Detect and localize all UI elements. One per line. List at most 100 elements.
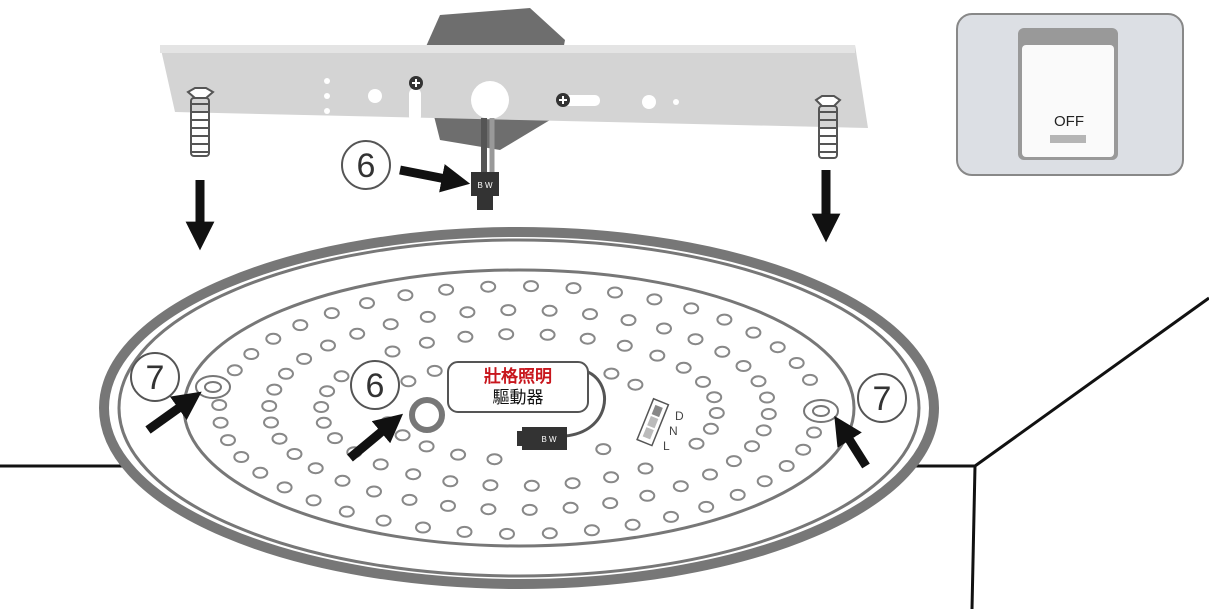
led-bead xyxy=(582,308,598,321)
led-bead xyxy=(220,434,236,447)
led-bead xyxy=(755,424,772,437)
led-bead xyxy=(595,443,612,456)
led-bead xyxy=(401,493,418,506)
mounting-bracket xyxy=(160,45,868,128)
svg-text:7: 7 xyxy=(873,380,892,418)
led-bead xyxy=(438,283,455,296)
led-bead xyxy=(603,471,620,484)
driver-wire xyxy=(564,370,607,438)
led-bead xyxy=(418,336,435,349)
led-bead xyxy=(305,494,322,507)
led-bead xyxy=(320,339,336,352)
led-bead xyxy=(583,524,600,537)
led-bead xyxy=(649,349,666,362)
led-bead xyxy=(456,525,473,538)
led-bead xyxy=(418,440,435,453)
led-bead xyxy=(656,322,672,335)
led-bead xyxy=(688,437,705,450)
led-bead xyxy=(620,314,637,327)
led-bead xyxy=(603,367,620,380)
led-bead xyxy=(541,304,558,317)
led-bead xyxy=(795,443,812,456)
led-bead xyxy=(319,385,336,398)
led-bead xyxy=(450,448,467,461)
arrow-to-right-hole xyxy=(834,415,870,469)
led-bead xyxy=(769,341,786,354)
led-bead xyxy=(806,426,822,439)
led-bead xyxy=(442,475,459,488)
step-label-connect-center: 6 xyxy=(350,360,400,410)
led-bead xyxy=(702,422,719,435)
led-bead xyxy=(602,497,619,510)
led-bead xyxy=(725,455,742,468)
led-bead xyxy=(266,383,283,396)
driver-box: 壯格照明 驅動器 xyxy=(447,361,589,413)
led-bead xyxy=(729,488,746,501)
led-bead xyxy=(375,514,392,527)
center-wire-hole xyxy=(409,397,445,433)
led-bead xyxy=(278,367,294,380)
led-bead xyxy=(579,332,596,345)
led-bead xyxy=(521,503,538,516)
left-mounting-bolt xyxy=(186,87,215,157)
led-bead xyxy=(523,280,539,293)
led-bead xyxy=(745,326,762,339)
led-bead xyxy=(296,352,313,365)
led-bead xyxy=(714,345,731,358)
svg-text:6: 6 xyxy=(357,147,376,185)
led-bead xyxy=(482,479,499,492)
led-bead xyxy=(539,328,556,341)
led-bead xyxy=(313,401,330,413)
led-bead xyxy=(276,481,293,494)
led-bead xyxy=(708,407,725,419)
led-bead xyxy=(756,475,773,488)
led-bead xyxy=(382,318,399,331)
led-bead xyxy=(359,297,375,310)
led-bead xyxy=(252,466,269,479)
led-bead xyxy=(523,479,540,492)
led-bead xyxy=(366,485,382,498)
led-bead xyxy=(698,500,715,513)
svg-text:7: 7 xyxy=(146,359,165,397)
led-bead xyxy=(415,521,431,534)
led-bead xyxy=(646,293,663,306)
led-bead xyxy=(372,458,389,471)
led-bead xyxy=(687,333,704,346)
led-bead xyxy=(440,499,456,512)
led-bead xyxy=(338,505,355,518)
led-bead xyxy=(459,306,476,319)
led-bead xyxy=(760,408,777,420)
led-bead xyxy=(263,416,279,429)
power-switch: OFF xyxy=(956,13,1184,176)
module-connector: B W xyxy=(517,427,567,450)
dip-letter-n: N xyxy=(669,424,678,438)
led-bead xyxy=(695,375,711,388)
led-bead xyxy=(565,282,582,295)
led-bead xyxy=(400,375,417,388)
step-label-mount-left: 7 xyxy=(130,352,180,402)
led-bead xyxy=(292,319,309,332)
ceiling-wire-connector: B W xyxy=(471,118,499,210)
led-bead xyxy=(233,451,250,463)
led-bead xyxy=(327,432,343,445)
led-bead xyxy=(397,289,414,302)
led-bead xyxy=(607,286,623,299)
led-bead xyxy=(480,280,497,293)
led-bead xyxy=(562,501,579,514)
led-bead xyxy=(426,364,443,377)
led-bead xyxy=(307,462,324,475)
led-bead xyxy=(624,518,641,531)
led-bead xyxy=(683,302,700,315)
led-bead xyxy=(637,462,654,475)
svg-text:6: 6 xyxy=(366,367,385,405)
led-bead xyxy=(675,361,692,374)
led-bead xyxy=(735,360,752,372)
led-bead xyxy=(759,391,775,404)
led-bead xyxy=(706,391,723,404)
led-bead-array xyxy=(211,280,822,540)
step-label-connect-top: 6 xyxy=(341,140,391,190)
led-bead xyxy=(564,477,581,490)
led-bead xyxy=(480,503,497,516)
screw-plus-icon xyxy=(409,76,423,90)
